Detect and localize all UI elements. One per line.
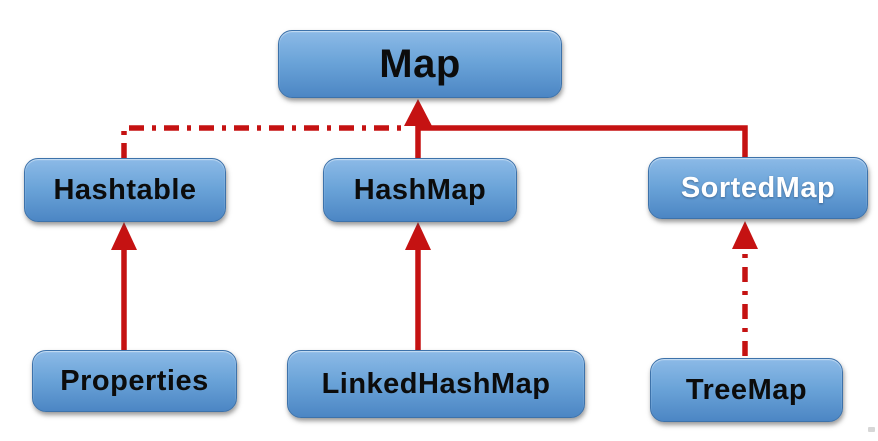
node-linkedhashmap: LinkedHashMap (287, 350, 585, 418)
edge-sortedmap-to-map (420, 125, 748, 157)
arrowhead-to-sortedmap (732, 221, 758, 249)
node-map: Map (278, 30, 562, 98)
node-hashmap: HashMap (323, 158, 517, 222)
node-map-label: Map (379, 41, 461, 86)
node-treemap-label: TreeMap (685, 373, 808, 406)
node-sortedmap-label: SortedMap (680, 171, 836, 204)
page-artifact-dot (868, 427, 875, 432)
arrowhead-to-hashmap (405, 222, 431, 250)
node-hashtable-label: Hashtable (53, 173, 197, 206)
arrowhead-to-map (404, 99, 432, 126)
node-properties: Properties (32, 350, 237, 412)
edge-hashtable-to-map (121, 125, 406, 158)
arrowhead-to-hashtable (111, 222, 137, 250)
node-hashtable: Hashtable (24, 158, 226, 222)
node-properties-label: Properties (60, 364, 209, 397)
node-hashmap-label: HashMap (353, 173, 487, 206)
node-linkedhashmap-label: LinkedHashMap (321, 367, 551, 400)
node-treemap: TreeMap (650, 358, 843, 422)
node-sortedmap: SortedMap (648, 157, 868, 219)
